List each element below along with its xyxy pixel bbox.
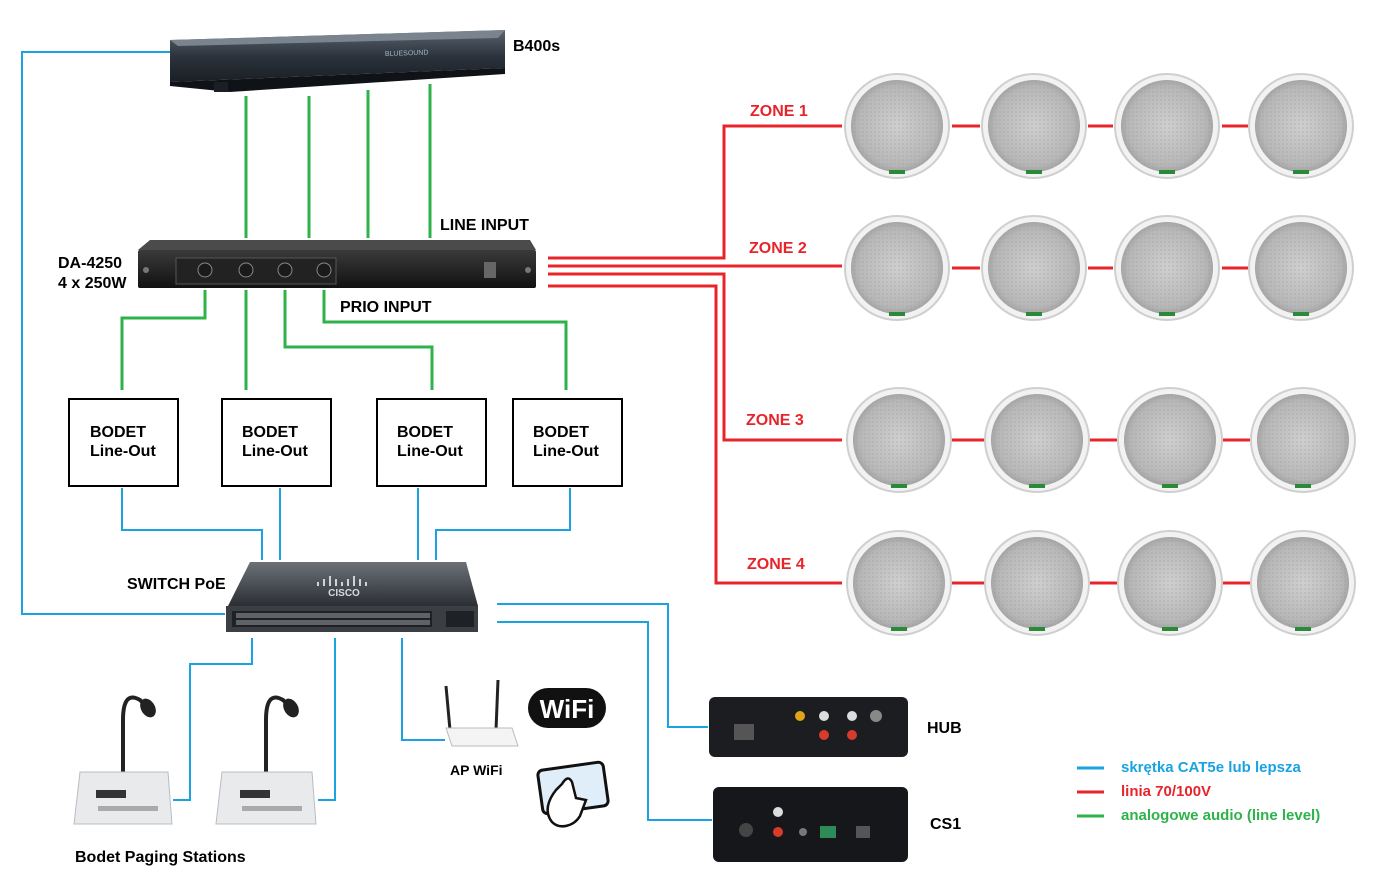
ceiling-speaker-icon (844, 73, 950, 179)
ap-wifi-label: AP WiFi (450, 762, 503, 778)
bodet-sub-label: Line-Out (242, 443, 308, 460)
cs1-label: CS1 (930, 816, 961, 833)
ceiling-speaker-icon (1248, 73, 1354, 179)
b400s-label: B400s (513, 38, 560, 55)
paging-station-icon (73, 695, 173, 825)
legend-label-speaker-line: linia 70/100V (1121, 783, 1211, 800)
ceiling-speaker-icon (1117, 530, 1223, 636)
tablet-touch-icon (536, 760, 610, 828)
zone-label: ZONE 4 (747, 556, 805, 573)
legend-label-analog: analogowe audio (line level) (1121, 807, 1320, 824)
line-input-label: LINE INPUT (440, 217, 529, 234)
prio-input-label: PRIO INPUT (340, 299, 432, 316)
hub-icon (709, 697, 908, 757)
network-cables (21, 51, 712, 821)
ceiling-speaker-icon (1114, 73, 1220, 179)
legend-label-network: skrętka CAT5e lub lepsza (1121, 759, 1301, 776)
switch-label: SWITCH PoE (127, 576, 226, 593)
cs1-icon (713, 787, 908, 862)
amp-power-label: 4 x 250W (58, 275, 127, 292)
switch-brand-text: CISCO (328, 588, 360, 599)
ceiling-speaker-icon (984, 530, 1090, 636)
speaker-lines (548, 124, 1250, 585)
ceiling-speaker-icon (981, 215, 1087, 321)
ceiling-speaker-icon (1250, 387, 1356, 493)
b400s-icon (170, 30, 505, 92)
ceiling-speaker-icon (1114, 215, 1220, 321)
ceiling-speaker-icon (984, 387, 1090, 493)
amp-name-label: DA-4250 (58, 255, 122, 272)
router-icon (444, 679, 519, 747)
ceiling-speaker-icon (981, 73, 1087, 179)
wifi-icon (528, 688, 606, 728)
bodet-boxes (68, 398, 623, 487)
zone-label: ZONE 3 (746, 412, 804, 429)
ceiling-speaker-icon (844, 215, 950, 321)
bodet-label: BODET (90, 424, 146, 441)
bodet-sub-label: Line-Out (397, 443, 463, 460)
ceiling-speaker-icon (846, 530, 952, 636)
analog-cables (120, 84, 568, 390)
hub-label: HUB (927, 720, 962, 737)
zone-label: ZONE 2 (749, 240, 807, 257)
ceiling-speaker-icon (846, 387, 952, 493)
amplifier-icon (138, 240, 536, 288)
bodet-label: BODET (397, 424, 453, 441)
bodet-label: BODET (242, 424, 298, 441)
paging-label: Bodet Paging Stations (75, 849, 246, 866)
zone-label: ZONE 1 (750, 103, 808, 120)
ceiling-speaker-icon (1250, 530, 1356, 636)
bodet-sub-label: Line-Out (533, 443, 599, 460)
switch-icon (226, 562, 478, 632)
ceiling-speaker-icon (1117, 387, 1223, 493)
ceiling-speaker-icon (1248, 215, 1354, 321)
legend-swatches (1077, 766, 1104, 818)
wifi-logo-text: WiFi (540, 694, 595, 724)
bodet-sub-label: Line-Out (90, 443, 156, 460)
bodet-label: BODET (533, 424, 589, 441)
speaker-grid (844, 73, 1356, 636)
b400s-front-text: BLUESOUND (385, 49, 429, 58)
paging-station-icon (215, 695, 317, 825)
